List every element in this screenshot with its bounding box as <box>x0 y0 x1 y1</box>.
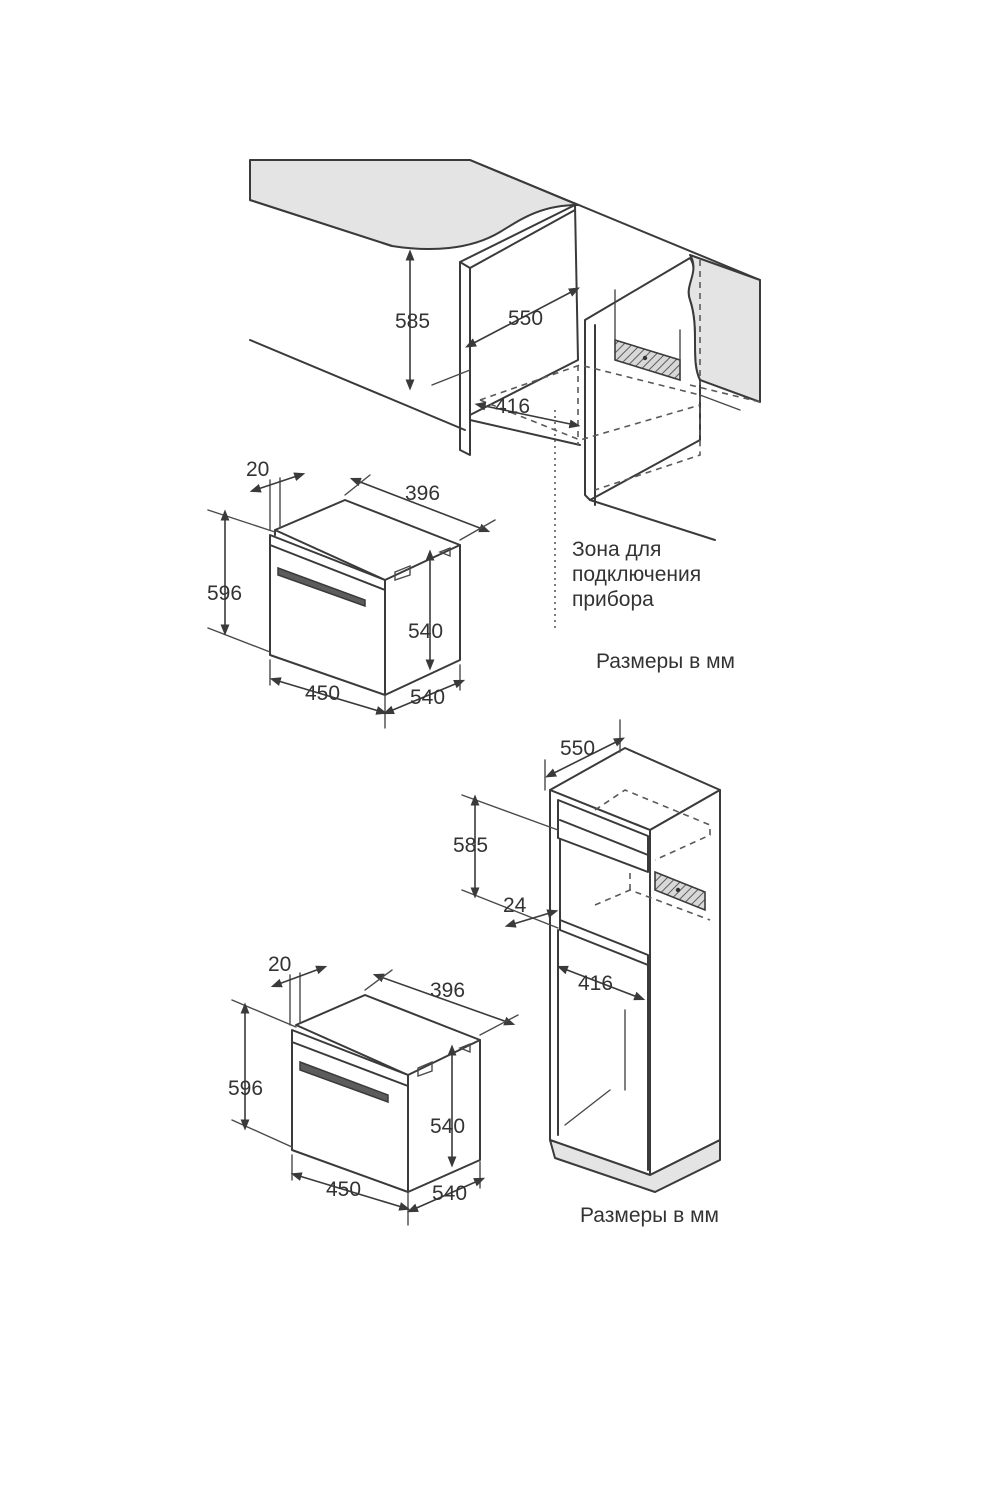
dim-cabinet-connection-width: 416 <box>578 972 613 995</box>
cabinet-plinth <box>549 1139 721 1193</box>
tall-cabinet-dimensions: 550 585 24 416 <box>453 719 646 1001</box>
dim-cabinet-depth: 550 <box>560 737 595 760</box>
dim-front-width-bottom: 450 <box>326 1178 361 1201</box>
dim-cavity-height-bottom: 540 <box>430 1115 465 1138</box>
units-caption-bottom: Размеры в мм <box>580 1204 719 1227</box>
dim-niche-height: 585 <box>395 310 430 333</box>
oven-bottom <box>291 994 481 1193</box>
dim-oven-width-bottom: 396 <box>430 979 465 1002</box>
units-caption-top: Размеры в мм <box>596 650 735 673</box>
connection-zone-bottom <box>654 870 706 912</box>
zone-label-line2: подключения <box>572 563 701 586</box>
dim-cabinet-niche-height: 585 <box>453 834 488 857</box>
niche-right-panel <box>584 257 701 501</box>
dim-shelf-gap: 24 <box>503 894 527 917</box>
dim-oven-depth-bottom: 540 <box>432 1182 467 1205</box>
oven-top-dimensions: 596 20 396 540 450 540 <box>207 458 496 729</box>
dim-flush-offset: 20 <box>246 458 269 481</box>
dim-oven-depth: 540 <box>410 686 445 709</box>
dim-niche-depth: 550 <box>508 307 543 330</box>
connection-zone <box>614 338 681 382</box>
zone-label-line3: прибора <box>572 588 654 611</box>
dim-cavity-height: 540 <box>408 620 443 643</box>
worktop <box>249 159 579 250</box>
oven-bottom-dimensions: 596 20 396 540 450 540 <box>228 953 519 1226</box>
top-niche-dimensions: 585 550 416 <box>395 249 581 429</box>
zone-label-line1: Зона для <box>572 538 661 561</box>
dim-flush-offset-bottom: 20 <box>268 953 291 976</box>
niche-left-panel <box>459 261 471 456</box>
dim-oven-height: 596 <box>207 582 242 605</box>
cabinet-side <box>649 789 721 1176</box>
undercounter-niche-illustration <box>249 159 761 630</box>
dim-front-width: 450 <box>305 682 340 705</box>
dim-oven-height-bottom: 596 <box>228 1077 263 1100</box>
tall-cabinet-illustration <box>549 747 721 1193</box>
dim-connection-width: 416 <box>495 395 530 418</box>
oven-top <box>269 499 461 696</box>
top-diagram-labels: Зона для подключения прибора Размеры в м… <box>572 538 735 673</box>
oven-handle-top <box>277 566 366 608</box>
oven-handle-bottom <box>299 1060 389 1104</box>
dim-oven-width: 396 <box>405 482 440 505</box>
bottom-diagram-labels: Размеры в мм <box>580 1204 719 1227</box>
